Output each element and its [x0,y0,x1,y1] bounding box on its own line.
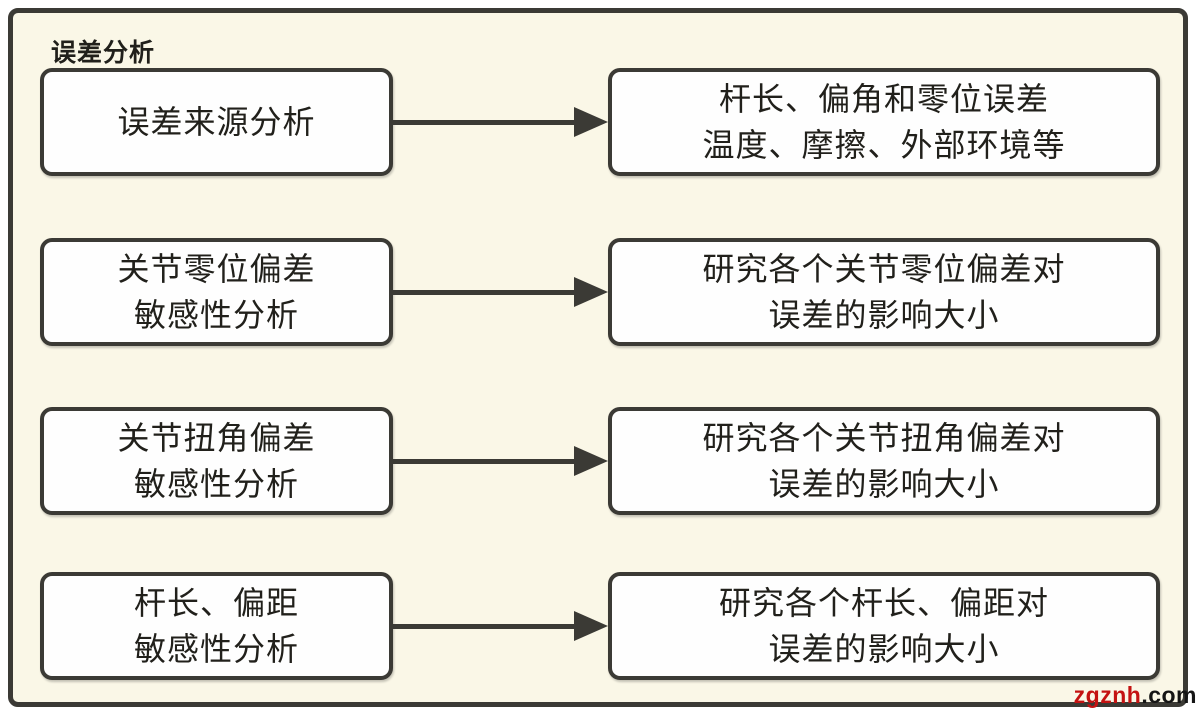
flow-row-twist-angle: 关节扭角偏差 敏感性分析 研究各个关节扭角偏差对 误差的影响大小 [0,407,1200,515]
frame-title: 误差分析 [51,39,156,67]
arrow-head [574,446,608,476]
flow-row-zero-offset: 关节零位偏差 敏感性分析 研究各个关节零位偏差对 误差的影响大小 [0,238,1200,346]
arrow-right-icon [393,107,608,137]
arrow-line [393,458,577,464]
flow-row-error-sources: 误差来源分析 杆长、偏角和零位误差 温度、摩擦、外部环境等 [0,68,1200,176]
topic-box-twist-angle: 关节扭角偏差 敏感性分析 [40,407,393,515]
arrow-line [393,289,577,295]
detail-box-error-sources: 杆长、偏角和零位误差 温度、摩擦、外部环境等 [608,68,1160,176]
detail-box-link-length: 研究各个杆长、偏距对 误差的影响大小 [608,572,1160,680]
watermark: zgznh.com [1074,682,1197,709]
arrow-right-icon [393,446,608,476]
topic-box-error-sources: 误差来源分析 [40,68,393,176]
arrow-line [393,119,577,125]
watermark-tld: .com [1141,682,1197,708]
arrow-line [393,623,577,629]
arrow-head [574,611,608,641]
flow-row-link-length: 杆长、偏距 敏感性分析 研究各个杆长、偏距对 误差的影响大小 [0,572,1200,680]
arrow-head [574,277,608,307]
topic-box-link-length: 杆长、偏距 敏感性分析 [40,572,393,680]
arrow-right-icon [393,611,608,641]
arrow-head [574,107,608,137]
detail-box-twist-angle: 研究各个关节扭角偏差对 误差的影响大小 [608,407,1160,515]
watermark-name: zgznh [1073,682,1142,708]
arrow-right-icon [393,277,608,307]
detail-box-zero-offset: 研究各个关节零位偏差对 误差的影响大小 [608,238,1160,346]
topic-box-zero-offset: 关节零位偏差 敏感性分析 [40,238,393,346]
